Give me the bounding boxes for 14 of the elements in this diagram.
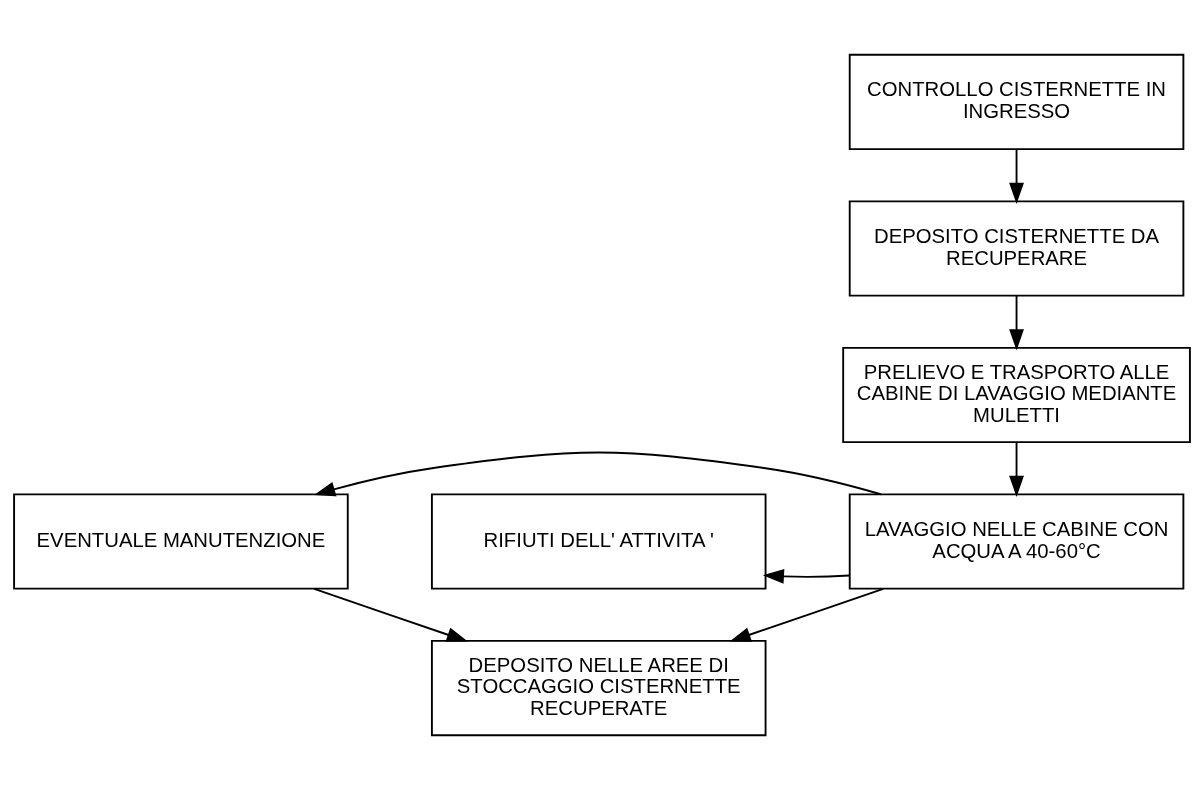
node-box: DEPOSITO NELLE AREE DI STOCCAGGIO CISTERNETTE RECUPERATE (430, 639, 767, 736)
node-box: PRELIEVO E TRASPORTO ALLE CABINE DI LAVAGGIO MEDIANTE MULETTI (842, 346, 1191, 443)
node-box: RIFIUTI DELL' ATTIVITA ' (430, 492, 767, 590)
node-box: LAVAGGIO NELLE CABINE CON ACQUA A 40-60°C (848, 492, 1185, 590)
node-box: EVENTUALE MANUTENZIONE (13, 492, 349, 590)
arrow (762, 568, 851, 584)
node-box: DEPOSITO CISTERNETTE DA RECUPERARE (848, 199, 1185, 297)
arrow (1009, 440, 1024, 497)
arrow (313, 587, 468, 642)
arrow (729, 587, 885, 642)
arrow (1009, 294, 1024, 350)
arrow (314, 451, 882, 496)
node-box: CONTROLLO CISTERNETTE IN INGRESSO (848, 53, 1185, 150)
arrow (1009, 147, 1024, 204)
